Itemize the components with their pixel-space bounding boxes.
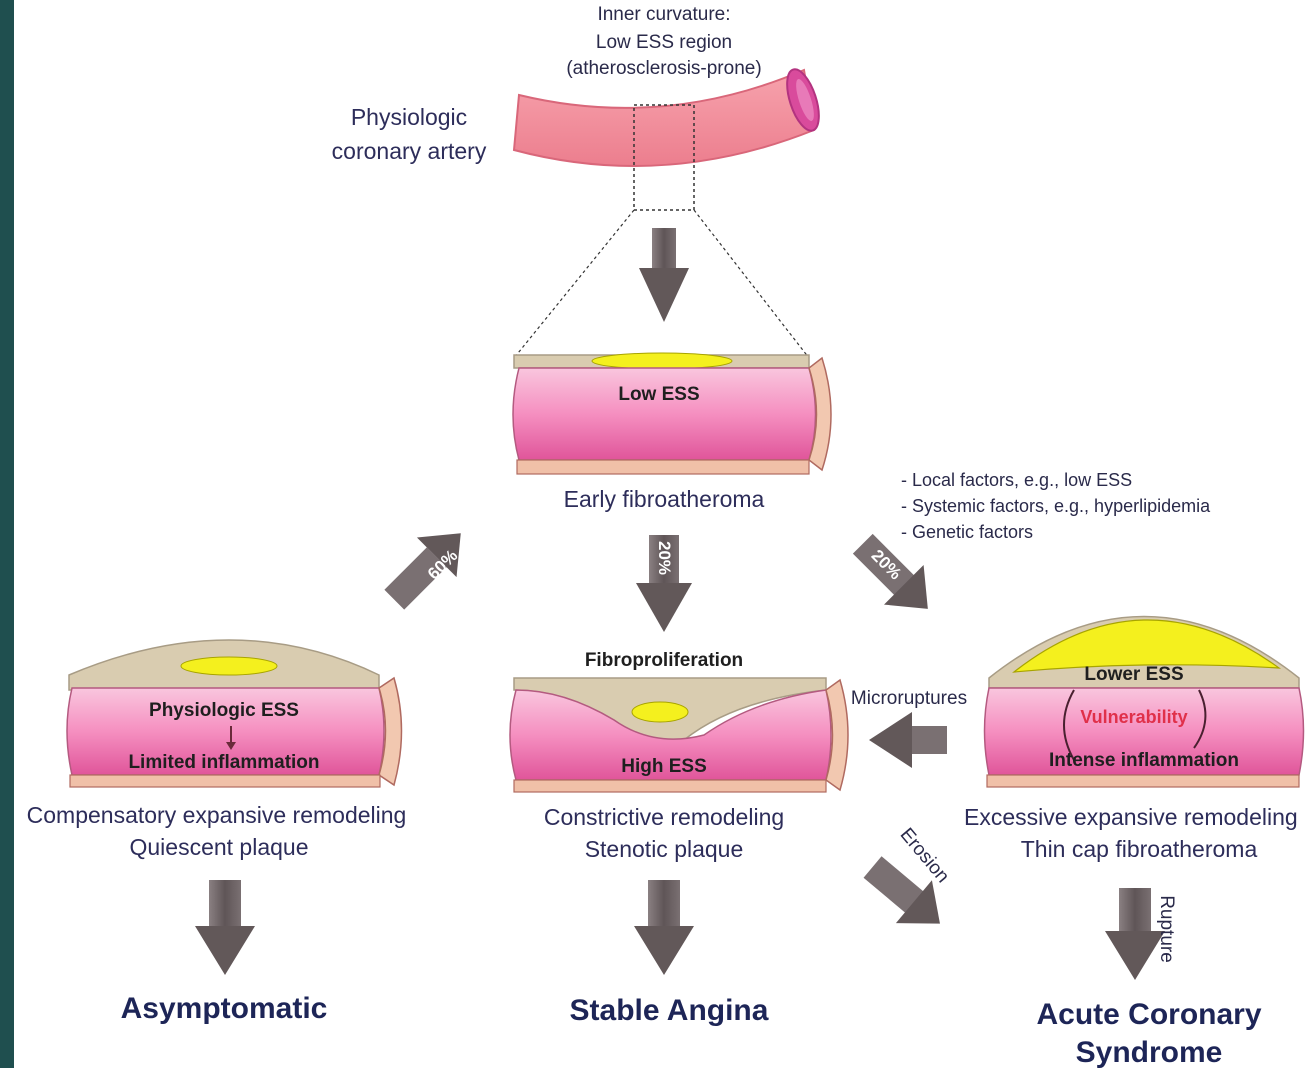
left-inner-bottom: Limited inflammation: [104, 752, 344, 774]
slide-canvas: Inner curvature: Low ESS region (atheros…: [14, 0, 1309, 1068]
percentage-center: 20%: [654, 541, 674, 575]
early-inner-label: Low ESS: [574, 384, 744, 406]
early-fibroatheroma-vessel: [513, 353, 831, 474]
physiologic-artery: [514, 66, 825, 166]
artery-label-line2: coronary artery: [314, 136, 504, 166]
early-caption: Early fibroatheroma: [544, 484, 784, 514]
artery-label-line1: Physiologic: [319, 102, 499, 132]
center-caption-line1: Constrictive remodeling: [514, 802, 814, 832]
right-caption-line2: Thin cap fibroatheroma: [1004, 834, 1274, 864]
right-inner-middle: Vulnerability: [1054, 707, 1214, 728]
factor-local: - Local factors, e.g., low ESS: [901, 468, 1241, 492]
microruptures-arrow: [869, 712, 947, 768]
factor-systemic: - Systemic factors, e.g., hyperlipidemia: [901, 494, 1271, 518]
center-caption-line2: Stenotic plaque: [544, 834, 784, 864]
zoom-line-left: [514, 210, 634, 358]
arrow-to-asymptomatic: [195, 880, 255, 975]
center-top-label: Fibroproliferation: [554, 650, 774, 672]
curvature-label-line3: (atherosclerosis-prone): [544, 58, 784, 80]
curvature-label-line1: Inner curvature:: [554, 4, 774, 26]
microruptures-label: Microruptures: [844, 688, 974, 710]
center-inner-bottom: High ESS: [574, 756, 754, 778]
arrow-to-stable-angina: [634, 880, 694, 975]
left-inner-top: Physiologic ESS: [114, 700, 334, 722]
right-inner-top: Lower ESS: [1054, 664, 1214, 686]
right-inner-bottom: Intense inflammation: [1024, 750, 1264, 772]
rupture-label: Rupture: [1155, 889, 1177, 969]
left-caption-line2: Quiescent plaque: [94, 832, 344, 862]
down-arrow-top: [639, 228, 689, 322]
right-caption-line1: Excessive expansive remodeling: [964, 802, 1309, 832]
left-caption-line1: Compensatory expansive remodeling: [14, 800, 419, 830]
outcome-acute-coronary-line2: Syndrome: [1019, 1034, 1279, 1068]
outcome-asymptomatic: Asymptomatic: [104, 990, 344, 1028]
factor-genetic: - Genetic factors: [901, 520, 1201, 544]
zoom-line-right: [694, 210, 809, 358]
outcome-acute-coronary-line1: Acute Coronary: [1019, 996, 1279, 1034]
curvature-label-line2: Low ESS region: [554, 32, 774, 54]
outcome-stable-angina: Stable Angina: [544, 992, 794, 1030]
